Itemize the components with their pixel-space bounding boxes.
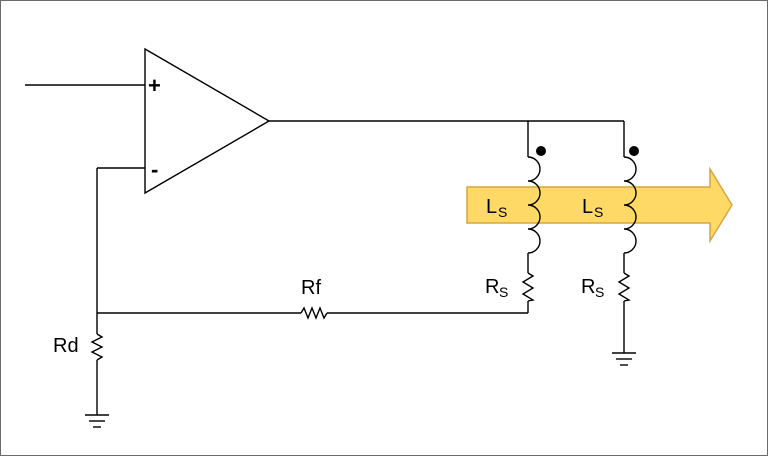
rs-left-subscript: S bbox=[499, 284, 508, 300]
feedback-wiring bbox=[96, 167, 529, 334]
ls-left-label: L bbox=[486, 196, 497, 218]
ls-right-label: L bbox=[582, 196, 593, 218]
rs-left-label: R bbox=[485, 276, 499, 298]
rs-right-subscript: S bbox=[595, 284, 604, 300]
ground-symbol-left bbox=[85, 414, 109, 428]
op-amp-plus-sign: + bbox=[148, 73, 161, 98]
rd-label: Rd bbox=[53, 335, 79, 357]
op-amp-minus-sign: - bbox=[151, 157, 158, 182]
op-amp: + - bbox=[144, 47, 271, 195]
output-wiring bbox=[269, 120, 625, 153]
inductor-ls-right bbox=[623, 153, 637, 273]
resistor-rs-left bbox=[521, 272, 535, 302]
op-amp-triangle bbox=[144, 47, 271, 195]
resistor-rs-right bbox=[617, 272, 631, 302]
ground-symbol-right bbox=[612, 352, 636, 366]
rf-label: Rf bbox=[301, 277, 321, 299]
resistor-rd bbox=[90, 333, 104, 361]
polarity-dot-left bbox=[536, 146, 546, 156]
resistor-rf bbox=[300, 306, 328, 320]
polarity-dot-right bbox=[629, 146, 639, 156]
ls-left-subscript: S bbox=[498, 204, 507, 220]
magnetic-flux-arrow bbox=[466, 166, 733, 244]
rs-right-label: R bbox=[581, 276, 595, 298]
inductor-ls-left bbox=[527, 153, 541, 273]
ls-right-subscript: S bbox=[594, 204, 603, 220]
